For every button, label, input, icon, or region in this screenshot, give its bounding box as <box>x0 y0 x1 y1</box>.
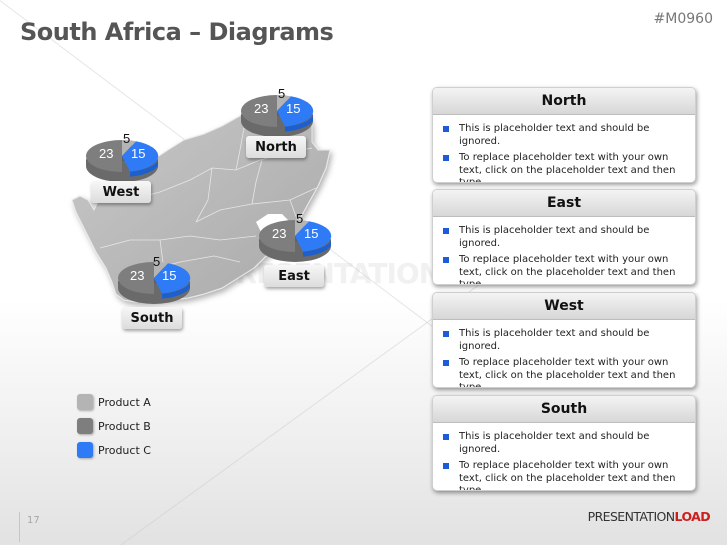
page-number: 17 <box>27 515 40 526</box>
pie-value-product-c: 15 <box>304 226 319 241</box>
slide-code: #M0960 <box>653 11 713 27</box>
pie-value-product-b: 23 <box>272 226 287 241</box>
card-south: South This is placeholder text and shoul… <box>432 395 696 491</box>
pie-value-product-c: 15 <box>131 146 146 161</box>
pie-value-product-b: 23 <box>99 146 114 161</box>
region-label-west: West <box>91 181 151 203</box>
bullet-icon <box>443 257 449 263</box>
bullet-icon <box>443 434 449 440</box>
card-bullet: To replace placeholder text with your ow… <box>443 357 685 387</box>
legend-item-product-c: Product C <box>77 438 151 462</box>
bullet-icon <box>443 360 449 366</box>
card-east: East This is placeholder text and should… <box>432 189 696 285</box>
card-bullet: To replace placeholder text with your ow… <box>443 152 685 182</box>
bullet-icon <box>443 331 449 337</box>
bullet-icon <box>443 228 449 234</box>
pie-value-product-a: 5 <box>123 131 131 146</box>
bullet-icon <box>443 126 449 132</box>
brand-logo: PRESENTATIONLOAD <box>587 509 711 524</box>
region-label-south: South <box>122 307 182 329</box>
swatch-icon <box>77 418 93 434</box>
bullet-icon <box>443 155 449 161</box>
pie-chart-south: 23 15 5 <box>116 254 192 306</box>
card-west: West This is placeholder text and should… <box>432 292 696 388</box>
pie-value-product-c: 15 <box>162 268 177 283</box>
pie-value-product-b: 23 <box>254 101 269 116</box>
card-bullet: This is placeholder text and should be i… <box>443 431 685 456</box>
card-bullet: To replace placeholder text with your ow… <box>443 460 685 490</box>
pie-value-product-c: 15 <box>286 101 301 116</box>
card-title: South <box>433 396 695 423</box>
footer-divider <box>19 512 20 542</box>
bullet-icon <box>443 463 449 469</box>
swatch-icon <box>77 442 93 458</box>
card-north: North This is placeholder text and shoul… <box>432 87 696 183</box>
page-title: South Africa – Diagrams <box>20 18 334 46</box>
pie-chart-east: 23 15 5 <box>257 211 333 264</box>
region-label-north: North <box>246 136 306 158</box>
legend-item-product-a: Product A <box>77 390 151 414</box>
region-label-east: East <box>264 265 324 287</box>
legend-item-product-b: Product B <box>77 414 151 438</box>
pie-chart-north: 23 15 5 <box>239 86 315 139</box>
swatch-icon <box>77 394 93 410</box>
map-outline-icon <box>71 99 331 303</box>
card-bullet: To replace placeholder text with your ow… <box>443 254 685 284</box>
card-title: West <box>433 293 695 320</box>
pie-chart-west: 23 15 5 <box>84 131 160 184</box>
card-bullet: This is placeholder text and should be i… <box>443 123 685 148</box>
card-title: North <box>433 88 695 115</box>
card-bullet: This is placeholder text and should be i… <box>443 225 685 250</box>
pie-value-product-a: 5 <box>153 254 161 269</box>
pie-value-product-b: 23 <box>130 268 145 283</box>
card-title: East <box>433 190 695 217</box>
pie-value-product-a: 5 <box>278 86 286 101</box>
card-bullet: This is placeholder text and should be i… <box>443 328 685 353</box>
legend: Product A Product B Product C <box>77 390 151 462</box>
south-africa-map <box>0 0 420 360</box>
pie-value-product-a: 5 <box>296 211 304 226</box>
